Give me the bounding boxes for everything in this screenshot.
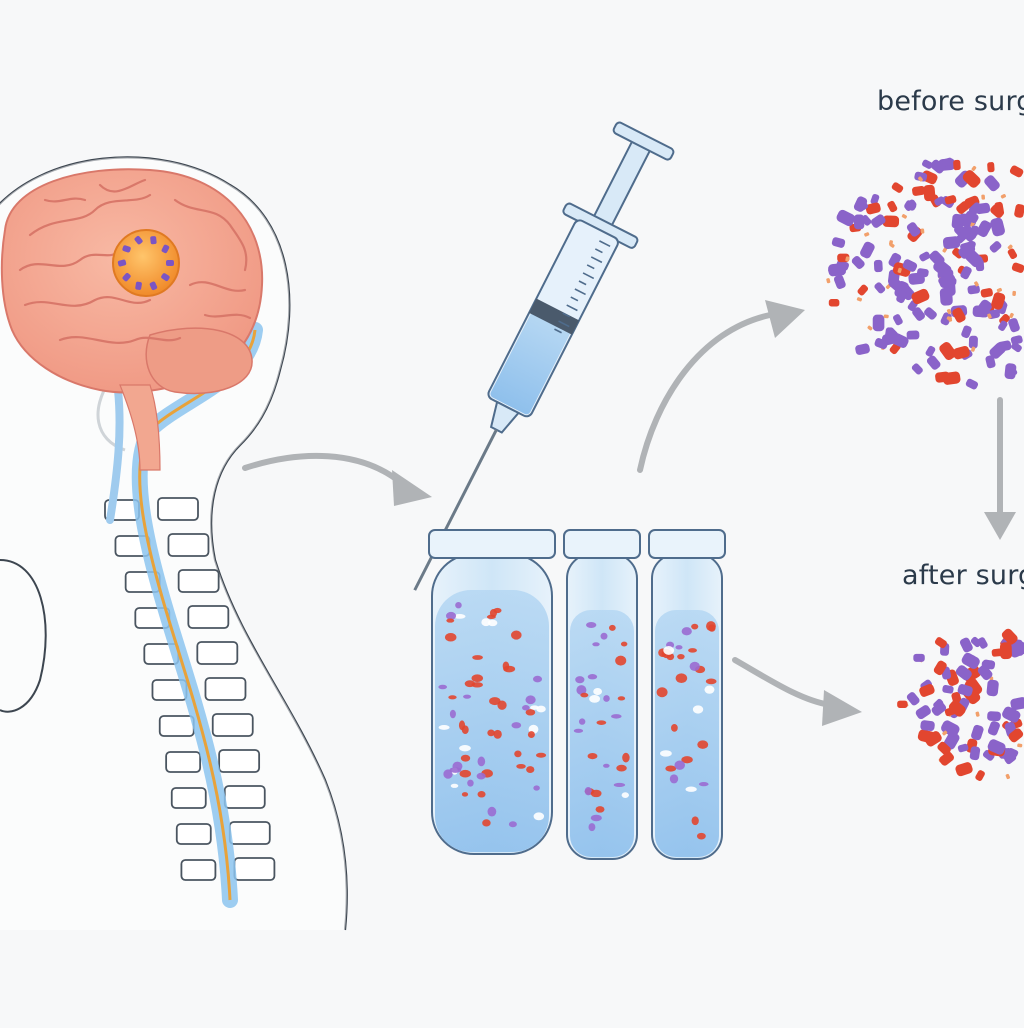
csf-channel [106, 322, 263, 908]
sample-tubes [428, 529, 726, 860]
syringe-icon [413, 121, 675, 591]
before-surgery-label: before surg [877, 86, 1024, 117]
after-surgery-label: after surg [902, 560, 1024, 591]
arrow-heads [392, 300, 1016, 726]
tumor-icon [112, 229, 180, 297]
sample-tube-icon [563, 529, 641, 860]
cell-cluster-after [897, 628, 1024, 781]
arrow-icon [242, 312, 1003, 708]
sample-tube-icon [428, 529, 556, 855]
cell-cluster-before [826, 157, 1024, 390]
sample-tube-icon [648, 529, 726, 860]
